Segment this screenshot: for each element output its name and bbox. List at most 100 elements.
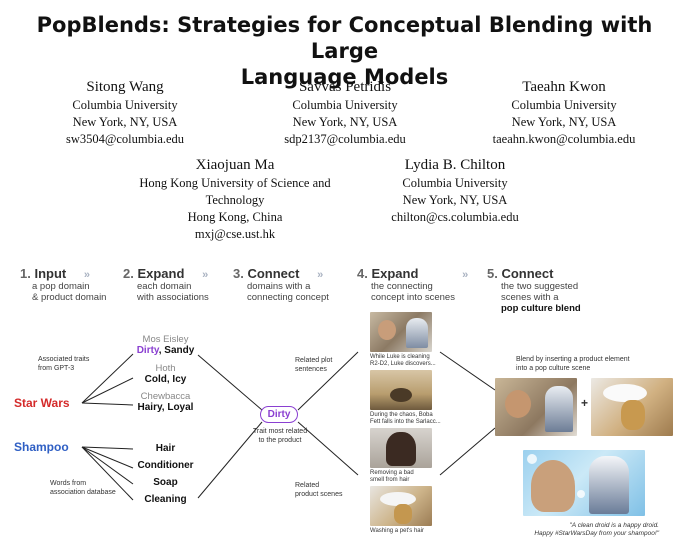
caption-line: Happy #StarWarsDay from your shampoo!"	[534, 530, 659, 537]
author-location: New York, NY, USA	[402, 193, 508, 207]
author-email[interactable]: sw3504@columbia.edu	[65, 132, 185, 146]
association-chewbacca: Chewbacca Hairy, Loyal	[133, 391, 198, 413]
note-line: to the product	[258, 436, 302, 444]
association-source: Mos Eisley	[142, 334, 189, 345]
step-3: 3. Connect » domains with a connecting c…	[233, 266, 348, 303]
scene-caption: While Luke is cleaning R2-D2, Luke disco…	[370, 354, 445, 368]
connector-line	[439, 351, 496, 391]
caption-line: While Luke is cleaning	[370, 354, 430, 360]
step-desc: each domain	[137, 281, 192, 292]
author-block: Sitong Wang Columbia University New York…	[45, 78, 205, 148]
chevron-icon: »	[462, 269, 468, 281]
scenes-note: Related product scenes	[295, 482, 342, 499]
title-line-1: PopBlends: Strategies for Conceptual Ble…	[36, 13, 653, 63]
chevron-icon: »	[317, 269, 323, 281]
author-location: New York, NY, USA	[292, 115, 398, 129]
connector-line	[297, 351, 359, 411]
author-email[interactable]: sdp2137@columbia.edu	[284, 132, 406, 146]
note-line: from GPT-3	[38, 364, 75, 372]
connector-line	[81, 353, 134, 404]
caption-line: R2-D2, Luke discovers...	[370, 361, 436, 367]
author-name: Sitong Wang	[86, 79, 164, 95]
connector-line	[81, 446, 134, 450]
author-affiliation: Columbia University	[402, 176, 508, 190]
connector-line	[197, 421, 263, 499]
step-label: Connect	[501, 266, 554, 281]
scene-image-sarlacc	[370, 370, 432, 410]
note-line: sentences	[295, 365, 327, 373]
blend-image-dog-wash	[591, 378, 673, 436]
step-5: 5. Connect the two suggested scenes with…	[487, 266, 612, 314]
ad-caption: "A clean droid is a happy droid. Happy #…	[509, 522, 659, 538]
author-email[interactable]: chilton@cs.columbia.edu	[391, 210, 519, 224]
note-traits: Associated traits from GPT-3	[38, 356, 89, 373]
plus-icon: +	[581, 396, 589, 410]
note-line: Trait most related	[252, 428, 308, 435]
association-word: Conditioner	[137, 460, 194, 471]
connector-line	[439, 427, 496, 476]
association-source: Hoth	[155, 363, 176, 374]
teaser-figure: 1. Input » a pop domain & product domain…	[0, 260, 689, 557]
association-trait: Hairy, Loyal	[137, 402, 194, 413]
step-4: 4. Expand » the connecting concept into …	[357, 266, 482, 303]
note-line: Related plot	[295, 357, 333, 364]
author-location: New York, NY, USA	[511, 115, 617, 129]
step-desc: scenes with a	[501, 292, 559, 303]
step-desc: & product domain	[32, 292, 107, 303]
scene-caption: Washing a pet's hair	[370, 528, 424, 534]
step-label: Input	[34, 266, 67, 281]
author-affiliation: Columbia University	[72, 98, 178, 112]
author-location: Hong Kong, China	[187, 210, 283, 224]
author-block: Savvas Petridis Columbia University New …	[265, 78, 425, 148]
paper-title: PopBlends: Strategies for Conceptual Ble…	[0, 12, 689, 90]
step-desc: pop culture blend	[501, 303, 581, 314]
connector-line	[197, 354, 263, 411]
blend-note: Blend by inserting a product element int…	[516, 356, 656, 373]
note-line: association database	[50, 488, 116, 496]
author-block: Taeahn Kwon Columbia University New York…	[474, 78, 654, 148]
note-line: Blend by inserting a product element	[516, 356, 630, 363]
author-block: Lydia B. Chilton Columbia University New…	[370, 156, 540, 226]
author-block: Xiaojuan Ma Hong Kong University of Scie…	[125, 156, 345, 243]
note-line: Related	[295, 482, 320, 489]
trait-highlight: Dirty	[136, 345, 159, 356]
scene-caption: Removing a bad smell from hair	[370, 470, 445, 484]
step-desc: connecting concept	[247, 292, 329, 303]
caption-line: "A clean droid is a happy droid.	[569, 522, 659, 529]
pop-domain-label: Star Wars	[14, 396, 70, 410]
association-word: Cleaning	[144, 494, 187, 505]
plot-note: Related plot sentences	[295, 357, 332, 374]
connector-line	[81, 377, 134, 404]
blend-image-luke-r2d2	[495, 378, 577, 436]
author-affiliation: Columbia University	[511, 98, 617, 112]
step-2: 2. Expand » each domain with association…	[123, 266, 233, 303]
association-trait: Cold, Icy	[144, 374, 187, 385]
author-email[interactable]: mxj@cse.ust.hk	[194, 227, 276, 241]
author-name: Savvas Petridis	[298, 79, 392, 95]
caption-line: smell from hair	[370, 477, 410, 483]
scene-image-pet-wash	[370, 486, 432, 526]
caption-line: During the chaos, Boba	[370, 412, 433, 418]
caption-line: Removing a bad	[370, 470, 414, 476]
scene-caption: During the chaos, Boba Fett falls into t…	[370, 412, 445, 426]
connector-line	[81, 446, 134, 501]
step-number: 2.	[123, 266, 134, 281]
note-line: into a pop culture scene	[516, 364, 591, 372]
author-location: New York, NY, USA	[72, 115, 178, 129]
author-affiliation: Hong Kong University of Science and	[139, 176, 331, 190]
association-mos-eisley: Mos Eisley Dirty, Sandy	[133, 334, 198, 356]
note-line: Associated traits	[38, 356, 90, 363]
note-line: product scenes	[295, 490, 343, 498]
author-email[interactable]: taeahn.kwon@columbia.edu	[492, 132, 636, 146]
association-hoth: Hoth Cold, Icy	[133, 363, 198, 385]
chevron-icon: »	[83, 269, 90, 281]
caption-line: Fett falls into the Sarlacc...	[370, 419, 441, 425]
connector-line	[297, 421, 359, 476]
connecting-concept-pill: Dirty	[260, 406, 298, 423]
author-name: Lydia B. Chilton	[404, 157, 506, 173]
step-number: 5.	[487, 266, 498, 281]
connecting-note: Trait most related to the product	[252, 428, 308, 445]
step-desc: concept into scenes	[371, 292, 455, 303]
step-number: 1.	[20, 266, 31, 281]
step-1: 1. Input » a pop domain & product domain	[20, 266, 125, 303]
